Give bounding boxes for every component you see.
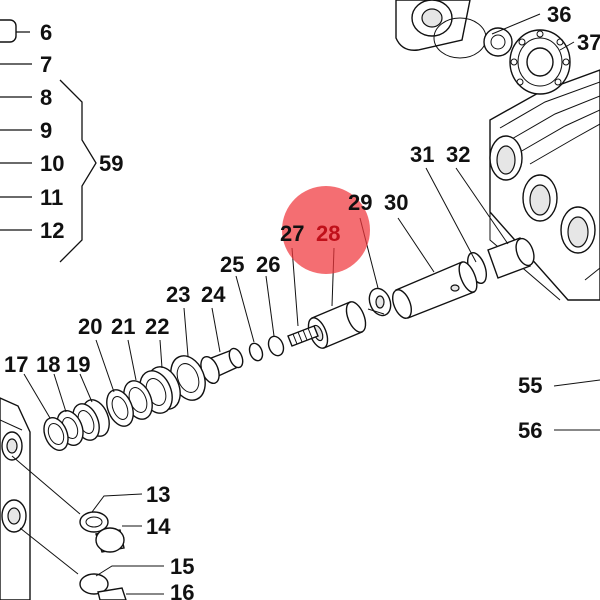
callout-55: 55 — [518, 373, 542, 398]
callout-20: 20 — [78, 314, 102, 339]
highlight-marker — [282, 186, 370, 274]
callout-11: 11 — [40, 185, 63, 210]
callout-21: 21 — [111, 314, 135, 339]
callout-27: 27 — [280, 221, 304, 246]
callout-18: 18 — [36, 352, 60, 377]
part-32-liner — [487, 237, 535, 279]
callout-36: 36 — [547, 2, 571, 27]
valve-body — [0, 397, 31, 600]
callout-37: 37 — [577, 30, 600, 55]
part-30-piston — [391, 261, 478, 319]
callout-9: 9 — [40, 118, 52, 143]
part-25-ring — [248, 342, 264, 362]
callout-23: 23 — [166, 282, 190, 307]
callout-7: 7 — [40, 52, 52, 77]
left-leader-lines — [0, 19, 32, 231]
callout-26: 26 — [256, 252, 280, 277]
callout-28: 28 — [316, 221, 340, 246]
callout-8: 8 — [40, 85, 52, 110]
part-26-ring — [267, 335, 285, 357]
callout-32: 32 — [446, 142, 470, 167]
callout-12: 12 — [40, 218, 64, 243]
callout-6: 6 — [40, 20, 52, 45]
part-29-washer — [367, 287, 392, 317]
callout-10: 10 — [40, 151, 64, 176]
callout-29: 29 — [348, 190, 372, 215]
top-flange-assembly — [395, 0, 513, 59]
callout-30: 30 — [384, 190, 408, 215]
part-24-nut — [200, 347, 244, 385]
bearing — [509, 29, 571, 95]
part-20-ring — [106, 389, 134, 427]
part-13-ring — [79, 511, 109, 533]
callout-labels: 6 7 8 9 10 11 12 59 36 37 31 32 29 30 27… — [4, 2, 600, 600]
callout-13: 13 — [146, 482, 170, 507]
callout-leaders — [11, 13, 600, 595]
callout-31: 31 — [410, 142, 434, 167]
part-17-ring — [43, 417, 69, 451]
callout-17: 17 — [4, 352, 28, 377]
callout-16: 16 — [170, 580, 194, 600]
callout-59: 59 — [99, 151, 123, 176]
callout-15: 15 — [170, 554, 194, 579]
part-16-plug — [97, 587, 127, 600]
group-bracket — [59, 79, 97, 263]
part-28-sleeve — [307, 301, 367, 349]
part-15-ring — [79, 573, 109, 595]
callout-56: 56 — [518, 418, 542, 443]
part-27-threaded-rod — [287, 325, 319, 347]
part-14-plug — [95, 527, 125, 553]
callout-24: 24 — [201, 282, 226, 307]
callout-14: 14 — [146, 514, 171, 539]
callout-19: 19 — [66, 352, 90, 377]
callout-22: 22 — [145, 314, 169, 339]
callout-25: 25 — [220, 252, 244, 277]
part-23-seal-inner — [176, 363, 200, 393]
